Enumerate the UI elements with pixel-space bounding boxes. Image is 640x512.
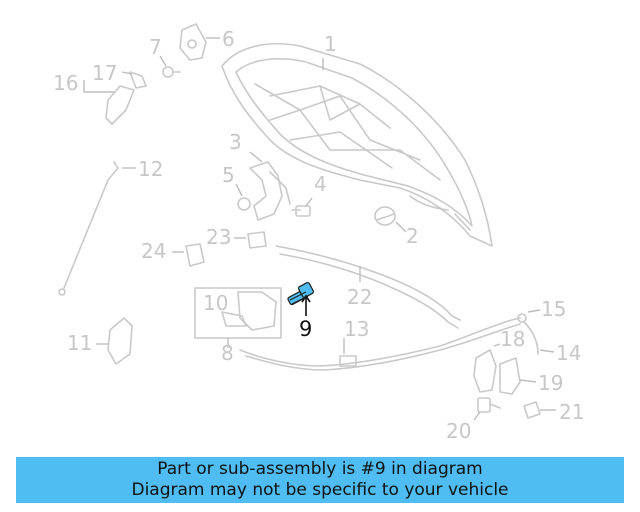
hood-seal[interactable] [105,71,147,125]
callout-2: 2 [406,224,419,248]
release-cable[interactable] [239,317,521,371]
callout-22: 22 [347,285,372,309]
bolt-20[interactable] [477,397,501,413]
hood-latch-assembly[interactable] [194,287,282,339]
part-info-banner: Part or sub-assembly is #9 in diagram Di… [16,457,624,503]
hinge-bolt[interactable] [291,205,311,217]
parts-diagram: 1 2 3 5 4 6 7 16 17 [53,23,584,443]
callout-19: 19 [538,371,563,395]
callout-4: 4 [314,172,327,196]
hood-panel[interactable] [221,43,493,247]
hinge-bracket[interactable] [179,23,207,61]
callout-13: 13 [344,317,369,341]
callout-20: 20 [446,419,471,443]
callout-18: 18 [500,327,525,351]
callout-24: 24 [141,239,166,263]
callout-16: 16 [53,71,78,95]
cable-end[interactable] [517,313,539,355]
weatherstrip-22[interactable] [275,245,461,329]
callout-21: 21 [559,400,584,424]
clip-21[interactable] [523,401,541,419]
hood-hinge[interactable] [237,161,291,221]
clip-23[interactable] [247,231,267,249]
screw-7[interactable] [162,66,181,78]
callout-14: 14 [556,341,581,365]
banner-line-2: Diagram may not be specific to your vehi… [131,480,509,500]
callout-7: 7 [149,35,162,59]
callout-23: 23 [206,225,231,249]
callout-12: 12 [138,157,163,181]
callout-1: 1 [324,32,337,56]
clip-24[interactable] [185,243,205,267]
callout-5: 5 [222,163,235,187]
callout-9: 9 [299,317,312,341]
bracket-11[interactable] [107,317,133,365]
callout-10: 10 [203,291,228,315]
latch-handle[interactable] [473,349,521,395]
banner-line-1: Part or sub-assembly is #9 in diagram [157,459,483,479]
callout-6: 6 [222,27,235,51]
callout-15: 15 [541,297,566,321]
prop-rod[interactable] [58,161,119,296]
hood-bumper[interactable] [374,206,396,226]
callout-11: 11 [67,331,92,355]
callout-3: 3 [229,130,242,154]
callout-17: 17 [92,61,117,85]
callout-8: 8 [221,341,234,365]
